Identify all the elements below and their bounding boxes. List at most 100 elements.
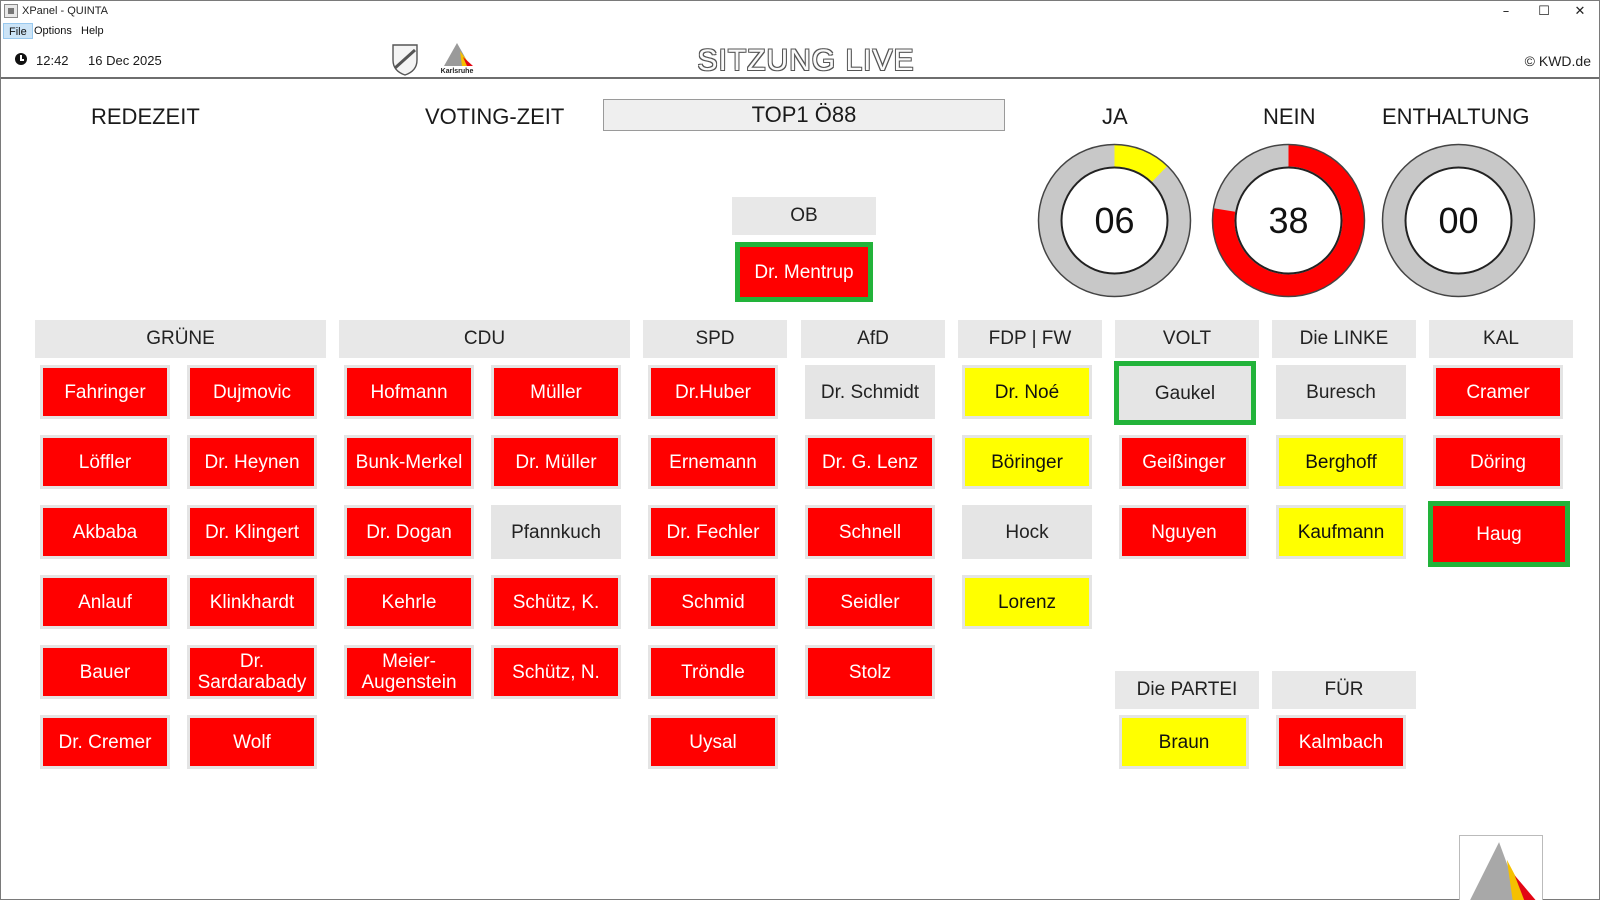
- current-date: 16 Dec 2025: [88, 53, 162, 68]
- ja-count: 06: [1094, 200, 1135, 241]
- group-header-afd: AfD: [801, 320, 945, 358]
- seat-gruene-12[interactable]: Wolf: [187, 715, 317, 769]
- seat-kal-2[interactable]: Döring: [1433, 435, 1563, 489]
- seat-spd-6[interactable]: Uysal: [648, 715, 778, 769]
- enthaltung-donut-chart: [1381, 143, 1536, 298]
- app-icon: [4, 4, 18, 18]
- enthaltung-ring-outline: [1381, 143, 1536, 298]
- seat-cdu-7[interactable]: Kehrle: [344, 575, 474, 629]
- ob-header: OB: [732, 197, 876, 235]
- seat-partei-1[interactable]: Braun: [1119, 715, 1249, 769]
- menu-file[interactable]: File: [3, 23, 33, 39]
- ja-donut-chart: [1037, 143, 1192, 298]
- nein-ring-center: [1234, 166, 1343, 275]
- seat-gruene-3[interactable]: Löffler: [40, 435, 170, 489]
- ja-label: JA: [1102, 104, 1128, 129]
- seat-afd-3[interactable]: Schnell: [805, 505, 935, 559]
- seat-linke-1[interactable]: Buresch: [1276, 365, 1406, 419]
- group-header-cdu: CDU: [339, 320, 630, 358]
- seat-gruene-9[interactable]: Bauer: [40, 645, 170, 699]
- seat-gruene-8[interactable]: Klinkhardt: [187, 575, 317, 629]
- nein-ring-fill: [1212, 144, 1365, 297]
- seat-fdp-fw-4[interactable]: Lorenz: [962, 575, 1092, 629]
- seat-fuer-1[interactable]: Kalmbach: [1276, 715, 1406, 769]
- seat-gruene-10[interactable]: Dr. Sardarabady: [187, 645, 317, 699]
- ja-ring-center: [1060, 166, 1169, 275]
- close-icon[interactable]: ✕: [1574, 4, 1586, 19]
- city-crest-icon: [392, 44, 418, 76]
- topic-box: TOP1 Ö88: [603, 99, 1005, 131]
- seat-cdu-4[interactable]: Dr. Müller: [491, 435, 621, 489]
- nein-donut-chart: [1211, 143, 1366, 298]
- seat-gruene-6[interactable]: Dr. Klingert: [187, 505, 317, 559]
- seat-cdu-8[interactable]: Schütz, K.: [491, 575, 621, 629]
- seat-cdu-5[interactable]: Dr. Dogan: [344, 505, 474, 559]
- group-header-partei: Die PARTEI: [1115, 671, 1259, 709]
- seat-linke-2[interactable]: Berghoff: [1276, 435, 1406, 489]
- group-header-volt: VOLT: [1115, 320, 1259, 358]
- group-header-kal: KAL: [1429, 320, 1573, 358]
- enthaltung-count: 00: [1438, 200, 1479, 241]
- enthaltung-ring-track: [1382, 144, 1535, 297]
- group-header-fdp-fw: FDP | FW: [958, 320, 1102, 358]
- window-title: XPanel - QUINTA: [22, 5, 108, 17]
- group-header-linke: Die LINKE: [1272, 320, 1416, 358]
- seat-cdu-6[interactable]: Pfannkuch: [491, 505, 621, 559]
- seat-ob[interactable]: Dr. Mentrup: [735, 242, 873, 302]
- seat-gruene-11[interactable]: Dr. Cremer: [40, 715, 170, 769]
- karlsruhe-logo-text: Karlsruhe: [440, 68, 474, 75]
- nein-label: NEIN: [1263, 104, 1316, 129]
- seat-spd-3[interactable]: Dr. Fechler: [648, 505, 778, 559]
- seat-linke-3[interactable]: Kaufmann: [1276, 505, 1406, 559]
- seat-volt-1[interactable]: Gaukel: [1114, 361, 1256, 425]
- seat-spd-4[interactable]: Schmid: [648, 575, 778, 629]
- ja-ring-fill: [1038, 144, 1191, 297]
- seat-afd-2[interactable]: Dr. G. Lenz: [805, 435, 935, 489]
- seat-cdu-10[interactable]: Schütz, N.: [491, 645, 621, 699]
- page-title: SITZUNG LIVE: [697, 44, 915, 77]
- redezeit-label: REDEZEIT: [91, 104, 200, 129]
- seat-volt-3[interactable]: Nguyen: [1119, 505, 1249, 559]
- menu-help[interactable]: Help: [81, 25, 104, 37]
- seat-cdu-2[interactable]: Müller: [491, 365, 621, 419]
- menu-bar: File Options Help: [1, 23, 1599, 40]
- seat-cdu-3[interactable]: Bunk-Merkel: [344, 435, 474, 489]
- enthaltung-label: ENTHALTUNG: [1382, 104, 1530, 129]
- seat-spd-2[interactable]: Ernemann: [648, 435, 778, 489]
- seat-kal-3[interactable]: Haug: [1428, 501, 1570, 567]
- quinta-logo-icon: [1459, 835, 1543, 900]
- seat-cdu-1[interactable]: Hofmann: [344, 365, 474, 419]
- copyright-text: © KWD.de: [1524, 53, 1591, 69]
- seat-gruene-7[interactable]: Anlauf: [40, 575, 170, 629]
- group-header-gruene: GRÜNE: [35, 320, 326, 358]
- clock-icon: [15, 53, 27, 65]
- seat-cdu-9[interactable]: Meier-Augenstein: [344, 645, 474, 699]
- group-header-spd: SPD: [643, 320, 787, 358]
- seat-gruene-2[interactable]: Dujmovic: [187, 365, 317, 419]
- seat-fdp-fw-3[interactable]: Hock: [962, 505, 1092, 559]
- seat-afd-5[interactable]: Stolz: [805, 645, 935, 699]
- seat-fdp-fw-2[interactable]: Böringer: [962, 435, 1092, 489]
- group-header-fuer: FÜR: [1272, 671, 1416, 709]
- seat-volt-2[interactable]: Geißinger: [1119, 435, 1249, 489]
- nein-count: 38: [1268, 200, 1309, 241]
- seat-spd-1[interactable]: Dr.Huber: [648, 365, 778, 419]
- maximize-icon[interactable]: ☐: [1538, 4, 1550, 19]
- enthaltung-ring-center: [1404, 166, 1513, 275]
- seat-gruene-1[interactable]: Fahringer: [40, 365, 170, 419]
- voting-zeit-label: VOTING-ZEIT: [425, 104, 565, 129]
- seat-kal-1[interactable]: Cramer: [1433, 365, 1563, 419]
- seat-afd-1[interactable]: Dr. Schmidt: [805, 365, 935, 419]
- menu-options[interactable]: Options: [34, 25, 72, 37]
- nein-ring-outline: [1211, 143, 1366, 298]
- seat-gruene-4[interactable]: Dr. Heynen: [187, 435, 317, 489]
- seat-spd-5[interactable]: Tröndle: [648, 645, 778, 699]
- seat-gruene-5[interactable]: Akbaba: [40, 505, 170, 559]
- ja-ring-outline: [1037, 143, 1192, 298]
- header-bar: 12:42 16 Dec 2025 Karlsruhe SITZUNG LIVE…: [1, 40, 1599, 79]
- title-bar: XPanel - QUINTA – ☐ ✕: [1, 1, 1599, 23]
- seat-fdp-fw-1[interactable]: Dr. Noé: [962, 365, 1092, 419]
- minimize-icon[interactable]: –: [1502, 4, 1510, 19]
- seat-afd-4[interactable]: Seidler: [805, 575, 935, 629]
